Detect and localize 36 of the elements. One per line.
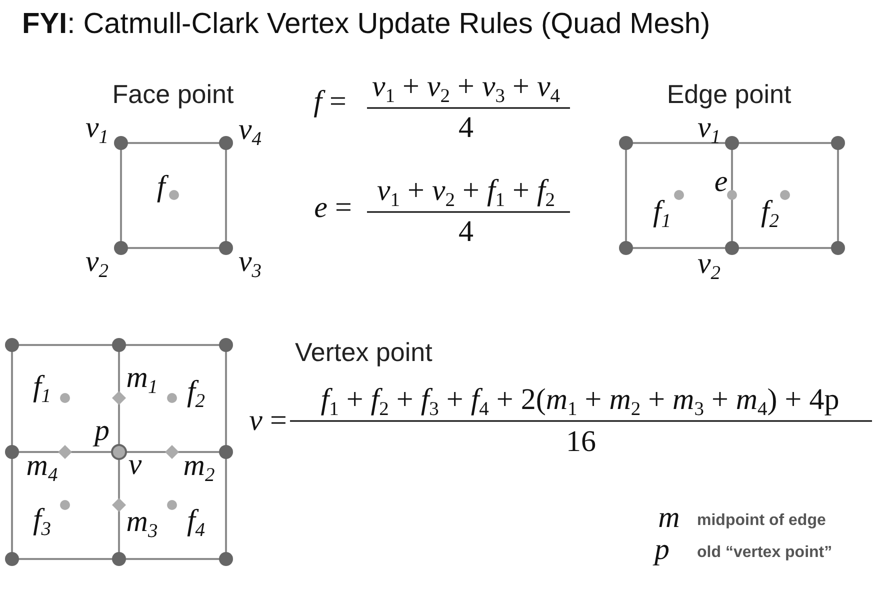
formula-text: v = [249,406,287,436]
math-label: f$_{1}$ [652,197,672,227]
math-label: f$_{4}$ [186,506,206,536]
math-label: e [714,167,728,197]
math-label: v$_{2}$ [697,249,721,279]
section-heading: Edge point [666,81,792,107]
formula-text: v$_{1}$ + v$_{2}$ + f$_{1}$ + f$_{2}$ [376,176,556,206]
math-label: p [94,416,110,446]
section-heading: Vertex point [295,339,432,365]
formula-text: f$_{1}$ + f$_{2}$ + f$_{3}$ + f$_{4}$ + 2(m$_{1}$ + m$_{2}$ + m$_{3}$ + m$_{4}$) + 4p [320,385,840,415]
formula-text: 4 [458,113,474,143]
legend-text: old “vertex point” [697,545,832,561]
math-label: v$_{2}$ [85,247,109,277]
math-label: v$_{1}$ [697,113,721,143]
math-label: m$_{3}$ [126,507,158,537]
math-label: v$_{4}$ [238,115,262,145]
math-label: m$_{4}$ [26,451,58,481]
formula-text: f = [314,87,346,117]
math-label: v$_{3}$ [238,247,262,277]
math-label: m$_{2}$ [183,451,215,481]
section-heading: Face point [112,81,234,107]
math-label: v [128,450,142,480]
math-label: f$_{1}$ [32,372,52,402]
legend-text: midpoint of edge [697,513,826,529]
formula-text: 16 [566,427,596,457]
math-label: f$_{2}$ [760,197,780,227]
formula-text: 4 [458,217,474,247]
formula-text: v$_{1}$ + v$_{2}$ + v$_{3}$ + v$_{4}$ [372,72,560,102]
legend-symbol: p [654,535,670,565]
math-label: f$_{3}$ [32,505,52,535]
math-label: m$_{1}$ [126,363,158,393]
math-label: f$_{2}$ [186,377,206,407]
math-label: v$_{1}$ [85,113,109,143]
title: FYI: Catmull-Clark Vertex Update Rules (Quad Mesh) [22,8,710,41]
legend-symbol: m [658,503,680,533]
formula-text: e = [314,193,352,223]
